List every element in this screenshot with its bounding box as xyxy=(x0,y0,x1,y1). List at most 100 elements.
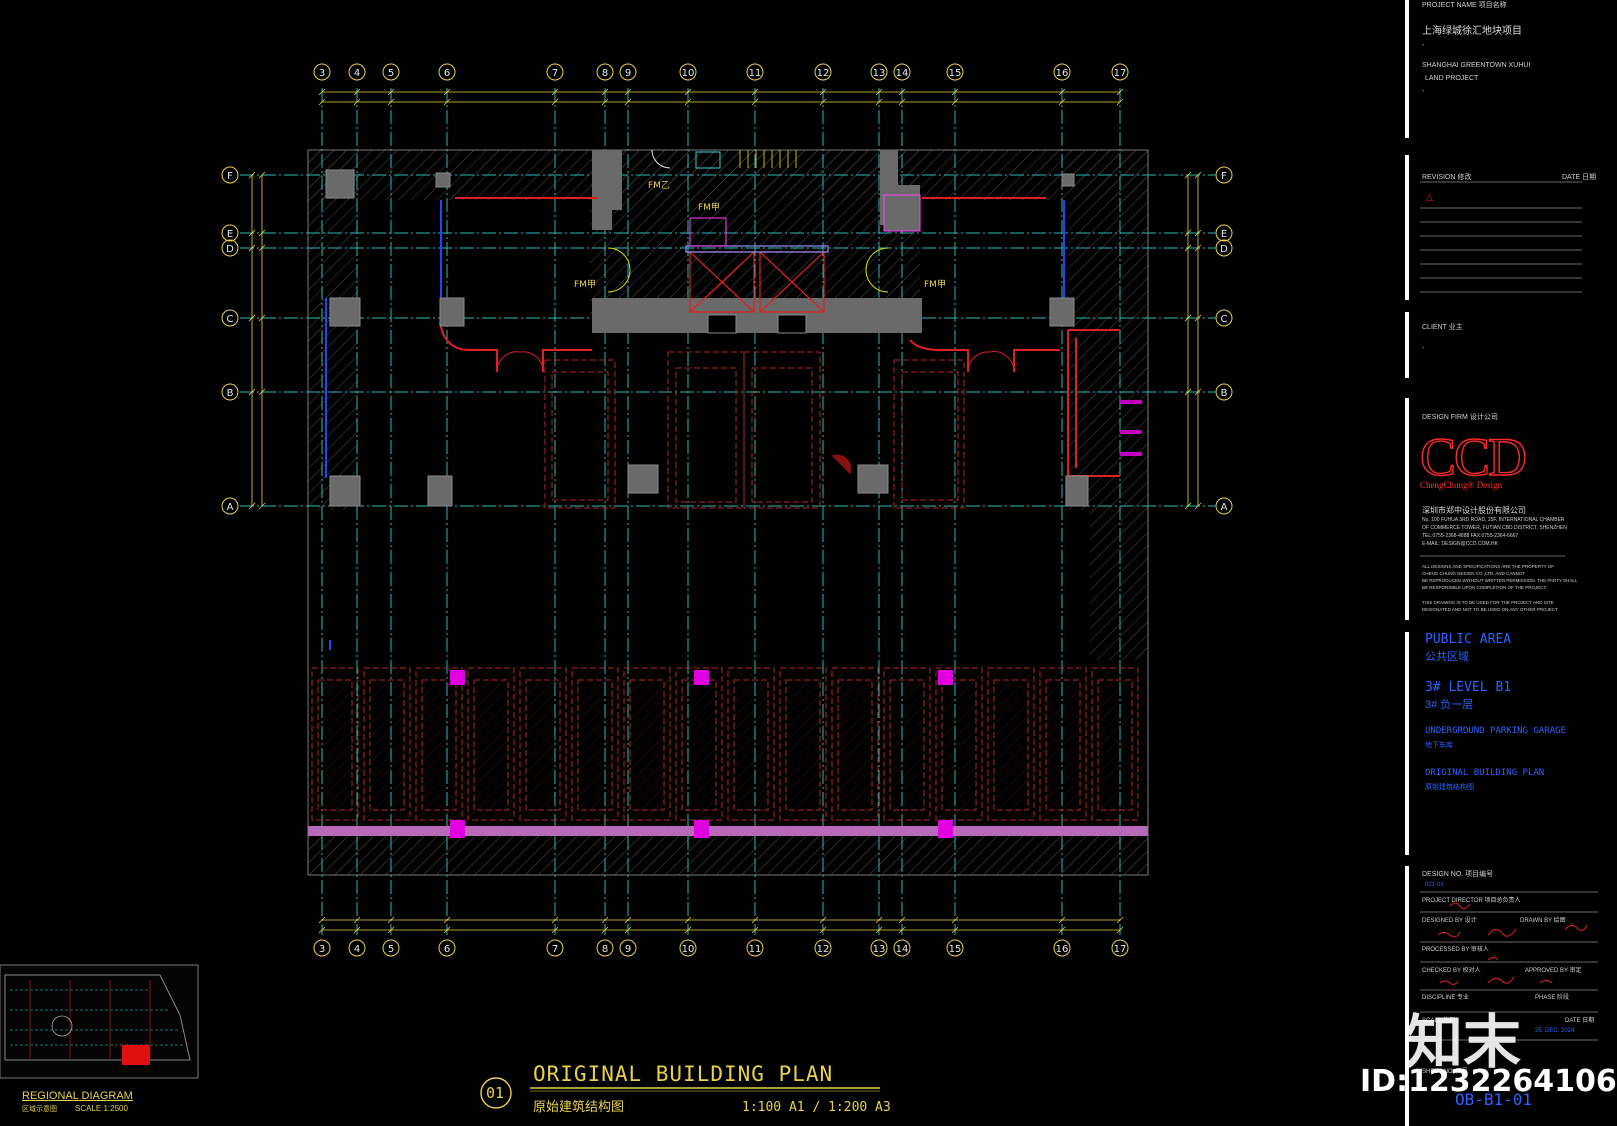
fire-door-label-4: FM甲 xyxy=(924,279,946,290)
grid-label-col: 9 xyxy=(625,68,631,79)
grid-lines xyxy=(240,88,1215,935)
grid-bubble xyxy=(221,383,239,401)
drawn-by-label: DRAWN BY 绘图 xyxy=(1520,918,1566,924)
project-director-label: PROJECT DIRECTOR 项目总负责人 xyxy=(1422,898,1521,904)
grid-label-row: F xyxy=(1221,171,1227,182)
firm-tel: TEL:0755-2368-4888 FAX:0755-2364-6667 xyxy=(1422,533,1519,539)
area-en: PUBLIC AREA xyxy=(1425,632,1512,647)
client-label: CLIENT 业主 xyxy=(1422,324,1463,331)
date2-label: DATE 日期 xyxy=(1565,1018,1595,1024)
parking-stall xyxy=(779,667,827,821)
date-label: DATE 日期 xyxy=(1562,174,1597,181)
title-cn: 原始建筑结构图 xyxy=(533,1100,625,1115)
grid-label-col: 16 xyxy=(1056,68,1069,79)
project-name-en-1: SHANGHAI GREENTOWN XUHUI xyxy=(1422,62,1531,69)
project-dash-2: - xyxy=(1422,88,1425,95)
grid-label-col: 14 xyxy=(896,944,909,955)
grid-label-col: 17 xyxy=(1114,944,1127,955)
grid-bubble xyxy=(1053,63,1071,81)
note-4: BE RESPONSIBLE UPON COMPLETION OF THE PR… xyxy=(1422,585,1547,590)
elevator-shafts xyxy=(685,245,829,313)
grid-bubble xyxy=(1215,224,1233,242)
grid-label-col: 10 xyxy=(682,68,695,79)
grid-bubble xyxy=(619,63,637,81)
grid-bubble xyxy=(221,309,239,327)
parking-stall-inner xyxy=(681,679,717,811)
grid-label-col: 7 xyxy=(552,944,558,955)
fire-door-label-1: FM乙 xyxy=(648,180,670,191)
signatures xyxy=(1437,902,1588,986)
grid-label-col: 15 xyxy=(949,944,962,955)
grid-bubble xyxy=(679,63,697,81)
note-6: DESIGNATED AND NOT TO BE USED ON ANY OTH… xyxy=(1422,607,1559,612)
parking-stall xyxy=(311,667,359,821)
grid-bubble xyxy=(893,63,911,81)
grid-bubble xyxy=(870,63,888,81)
grid-bubble xyxy=(546,63,564,81)
grid-bubble xyxy=(1215,309,1233,327)
grid-bubble xyxy=(438,939,456,957)
parking-stall-inner xyxy=(837,679,873,811)
grid-bubble xyxy=(619,939,637,957)
grid-label-col: 10 xyxy=(682,944,695,955)
note-1: ALL DESIGNS AND SPECIFICATIONS ARE THE P… xyxy=(1422,564,1555,569)
processed-by-label: PROCESSED BY 审核人 xyxy=(1422,947,1489,953)
grid-bubble xyxy=(382,939,400,957)
grid-label-col: 3 xyxy=(319,68,325,79)
grid-bubble xyxy=(348,63,366,81)
grid-bubble xyxy=(382,63,400,81)
grid-label-col: 11 xyxy=(749,944,762,955)
regional-diagram xyxy=(0,964,199,1079)
parking-stall-inner xyxy=(941,679,977,811)
grid-bubble xyxy=(313,63,331,81)
grid-bubble xyxy=(814,63,832,81)
project-name-en-2: LAND PROJECT xyxy=(1425,75,1479,82)
grid-label-row: B xyxy=(227,388,234,399)
ccd-logo: CCD xyxy=(1419,427,1527,487)
parking-stall xyxy=(467,667,515,821)
grid-label-col: 13 xyxy=(873,944,886,955)
parking-stall-inner xyxy=(993,679,1029,811)
zone-en: UNDERGROUND PARKING GARAGE xyxy=(1425,726,1566,736)
grid-bubble xyxy=(814,939,832,957)
grid-bubble xyxy=(1111,63,1129,81)
grid-label-row: F xyxy=(227,171,233,182)
parking-stall-inner xyxy=(421,679,457,811)
revision-table-lines xyxy=(1420,181,1598,1041)
parking-stall-inner xyxy=(629,679,665,811)
grid-label-row: D xyxy=(226,244,234,255)
title-number-circle xyxy=(480,1077,512,1109)
parking-stall-inner xyxy=(369,679,405,811)
parking-stall-inner xyxy=(1045,679,1081,811)
building-outline xyxy=(307,149,1149,876)
grid-label-col: 9 xyxy=(625,944,631,955)
grid-bubble xyxy=(221,224,239,242)
parking-stall xyxy=(987,667,1035,821)
columns xyxy=(325,169,1089,507)
grid-label-row: C xyxy=(1221,314,1228,325)
parking-stall-inner xyxy=(577,679,613,811)
grid-bubble xyxy=(1215,497,1233,515)
zone-cn: 地下车库 xyxy=(1425,742,1453,749)
approved-by-label: APPROVED BY 审定 xyxy=(1525,968,1582,974)
red-door-swings xyxy=(496,351,1015,475)
parking-stall xyxy=(363,667,411,821)
grid-label-col: 12 xyxy=(817,944,830,955)
grid-bubble xyxy=(746,63,764,81)
phase-label: PHASE 阶段 xyxy=(1535,995,1570,1001)
plan-en: ORIGINAL BUILDING PLAN xyxy=(1425,768,1545,778)
grid-bubble xyxy=(893,939,911,957)
grid-label-col: 5 xyxy=(388,944,394,955)
parking-stall xyxy=(623,667,671,821)
grid-bubble xyxy=(1215,239,1233,257)
grid-bubble xyxy=(596,939,614,957)
area-cn: 公共区域 xyxy=(1425,651,1469,663)
grid-bubble xyxy=(679,939,697,957)
design-firm-label: DESIGN FIRM 设计公司 xyxy=(1422,414,1498,421)
grid-label-row: E xyxy=(227,229,233,240)
grid-label-col: 6 xyxy=(444,68,450,79)
firm-address-1: No. 100 FUHUA 3RD ROAD, 25F, INTERNATION… xyxy=(1422,517,1565,523)
level-en: 3# LEVEL B1 xyxy=(1425,680,1512,695)
grid-label-col: 3 xyxy=(319,944,325,955)
date-value: 25. DEC. 2024 xyxy=(1535,1028,1575,1034)
